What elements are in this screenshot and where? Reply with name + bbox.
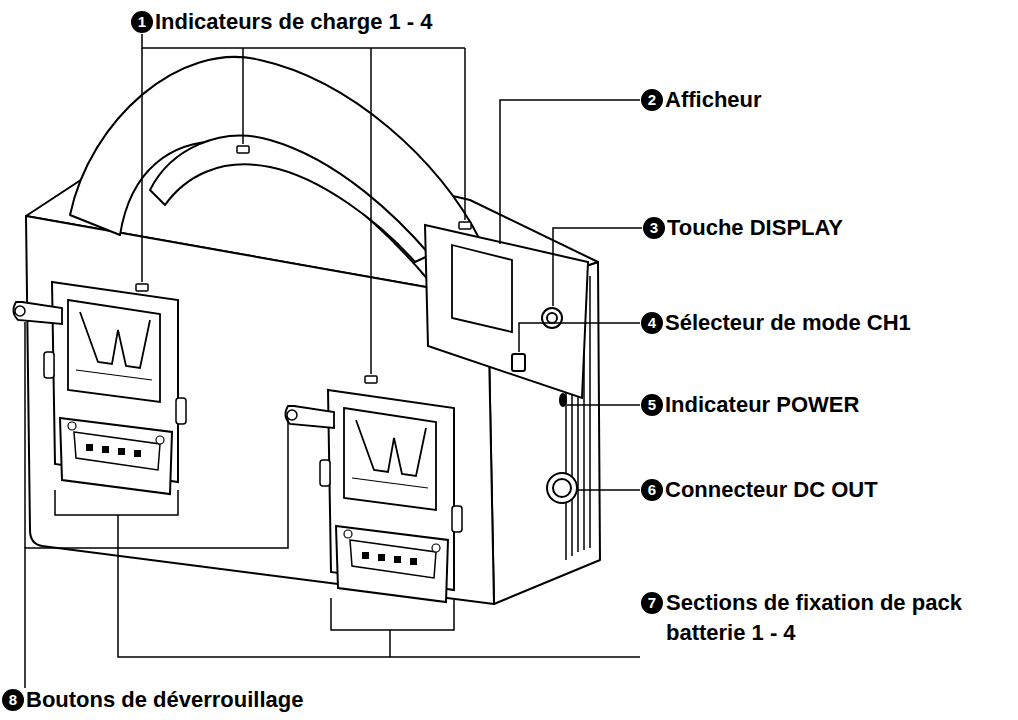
part-label: Afficheur xyxy=(665,86,762,114)
part-label: Boutons de déverrouillage xyxy=(26,686,304,714)
carry-handle xyxy=(70,57,480,282)
battery-plate xyxy=(320,390,462,602)
part-label: Touche DISPLAY xyxy=(667,214,843,242)
leader-lines xyxy=(389,630,391,657)
part-label: Indicateurs de charge 1 - 4 xyxy=(155,8,433,36)
leader-lines xyxy=(553,228,642,306)
vent-slots xyxy=(589,276,591,548)
part-label: Sections de fixation de pack batterie 1 … xyxy=(666,588,996,648)
charge-indicators xyxy=(136,146,471,383)
part-label: Sélecteur de mode CH1 xyxy=(665,309,911,337)
control-panel xyxy=(542,308,562,328)
callout-number: 3 xyxy=(643,217,665,239)
callout-number: 7 xyxy=(641,592,663,614)
leader-lines xyxy=(370,48,372,374)
control-panel xyxy=(512,354,525,371)
leader-lines xyxy=(25,34,642,688)
release-button xyxy=(285,406,334,428)
charge-indicators xyxy=(237,146,249,153)
callout-number: 1 xyxy=(131,11,153,33)
leader-lines xyxy=(118,515,640,657)
carry-handle xyxy=(70,57,480,282)
leader-lines xyxy=(25,418,288,688)
leader-lines xyxy=(331,598,454,630)
control-panel xyxy=(452,245,512,332)
charge-indicators xyxy=(459,222,471,229)
leader-lines xyxy=(242,48,244,144)
release-button xyxy=(13,302,62,324)
charge-indicators xyxy=(136,284,148,291)
control-panel xyxy=(547,473,577,503)
callout-number: 4 xyxy=(641,312,663,334)
callout-number: 8 xyxy=(2,689,24,711)
part-label: Indicateur POWER xyxy=(665,391,859,419)
control-panel xyxy=(553,479,571,497)
callout-number: 6 xyxy=(641,479,663,501)
leader-lines xyxy=(141,48,143,282)
leader-lines xyxy=(55,490,178,515)
part-label: Connecteur DC OUT xyxy=(665,476,878,504)
charge-indicators xyxy=(365,376,377,383)
carry-handle xyxy=(150,136,430,262)
leader-lines xyxy=(578,489,640,491)
leader-lines xyxy=(519,323,640,352)
callout-number: 2 xyxy=(641,89,663,111)
leader-lines xyxy=(500,100,640,244)
leader-lines xyxy=(464,48,466,220)
callout-number: 5 xyxy=(641,394,663,416)
control-panel xyxy=(560,394,566,406)
control-panel xyxy=(547,313,557,323)
battery-plate xyxy=(44,282,186,494)
control-panel xyxy=(425,225,588,398)
leader-lines xyxy=(567,404,640,406)
leader-lines xyxy=(142,34,465,48)
leader-lines xyxy=(24,322,26,548)
